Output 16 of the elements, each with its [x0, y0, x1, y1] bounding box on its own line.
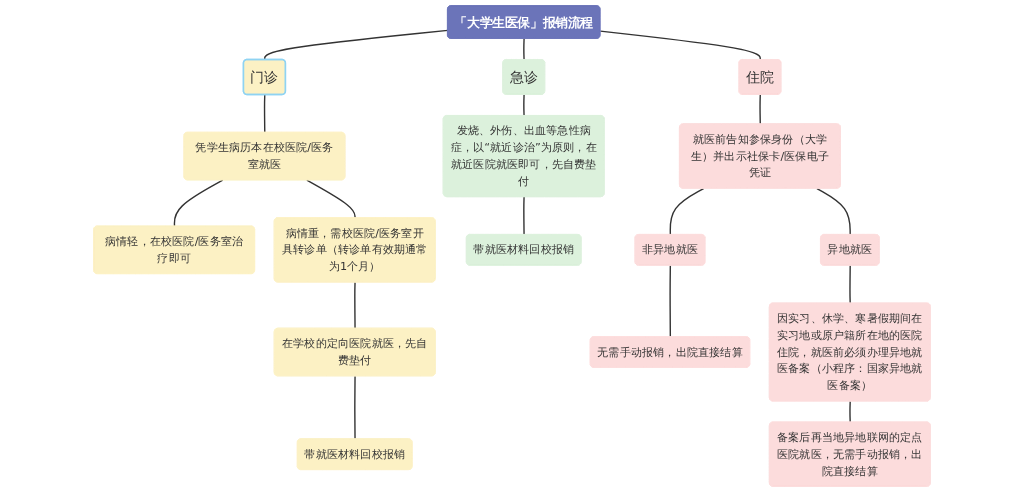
connector	[523, 38, 525, 61]
connector	[306, 179, 356, 219]
connector	[849, 400, 851, 424]
connector	[263, 94, 266, 134]
connector	[354, 375, 356, 440]
connector	[354, 281, 356, 330]
connector	[523, 94, 525, 117]
connector	[599, 30, 761, 61]
connector	[173, 179, 224, 228]
connector	[816, 187, 851, 236]
connector	[759, 94, 761, 125]
connector	[669, 264, 672, 338]
connector	[669, 187, 705, 236]
connector	[523, 196, 525, 236]
connector	[849, 264, 851, 305]
connector	[264, 29, 449, 61]
